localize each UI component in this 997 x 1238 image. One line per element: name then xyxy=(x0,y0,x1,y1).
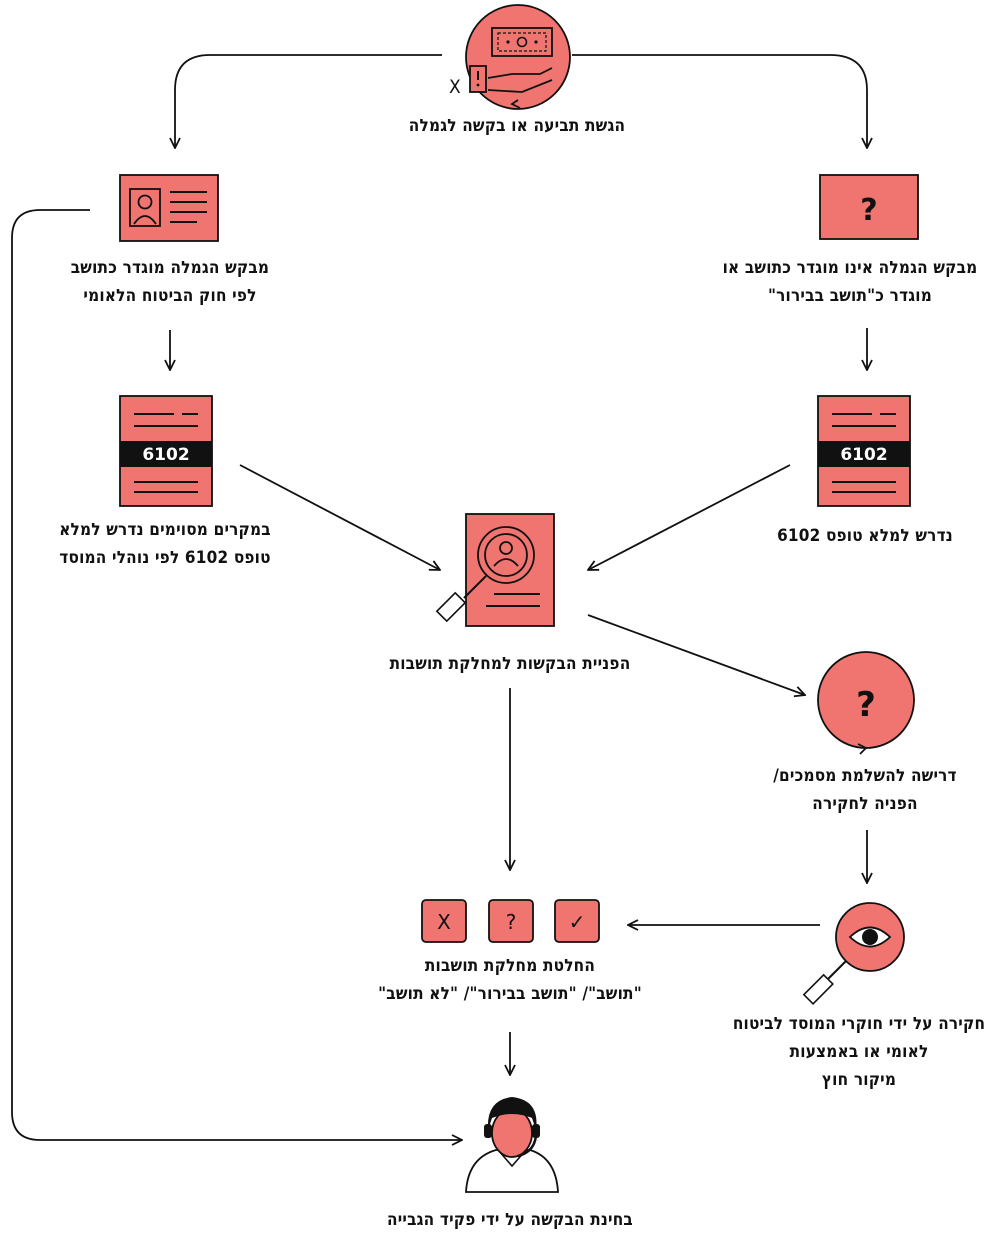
question-circle-icon: ? xyxy=(817,651,915,755)
decision-x-text: X xyxy=(437,910,451,934)
decision-pending-box xyxy=(488,899,534,943)
magnifier-eye-icon xyxy=(802,902,905,1005)
decision-boxes: X ? ✓ xyxy=(421,899,600,943)
decision-check-text: ✓ xyxy=(569,910,586,934)
arrow-left-bypass-to-final xyxy=(11,209,462,1140)
question-card-icon: ? xyxy=(819,174,919,240)
investigation-label: חקירה על ידי חוקרי המוסד לביטוח לאומי או… xyxy=(725,1010,993,1094)
arrow-right-form-to-referral xyxy=(588,464,791,570)
clerk-headset-icon xyxy=(465,1097,559,1193)
docs-line-2: הפניה לחקירה xyxy=(812,794,918,814)
question-mark-text: ? xyxy=(860,193,877,228)
non-resident-line-1: מבקש הגמלה אינו מוגדר כתושב או xyxy=(722,258,978,278)
docs-label: דרישה להשלמת מסמכים/ הפניה לחקירה xyxy=(730,762,997,818)
decision-line-1: החלטת מחלקת תושבות xyxy=(424,956,596,976)
form-right-label: נדרש למלא טופס 6102 xyxy=(777,526,953,546)
decision-q-text: ? xyxy=(506,910,517,934)
form-left-line-1: במקרים מסוימים נדרש למלא xyxy=(59,520,271,540)
question-circle-mark: ? xyxy=(856,685,876,725)
resident-line-2: לפי חוק הביטוח הלאומי xyxy=(83,286,257,306)
form-left-label: במקרים מסוימים נדרש למלא טופס 6102 לפי נ… xyxy=(30,516,300,572)
form-number-left: 6102 xyxy=(142,445,189,465)
decision-yes-box xyxy=(554,899,600,943)
search-person-icon xyxy=(435,513,555,627)
decision-no-box xyxy=(421,899,467,943)
investigation-line-2: לאומי או באמצעות xyxy=(789,1042,929,1062)
top-label: הגשת תביעה או בקשה לגמלה xyxy=(408,116,626,136)
form-left-line-2: טופס 6102 לפי נוהלי המוסד xyxy=(59,548,271,568)
docs-line-1: דרישה להשלמת מסמכים/ xyxy=(773,766,957,786)
non-resident-label: מבקש הגמלה אינו מוגדר כתושב או מוגדר כ"ת… xyxy=(705,254,995,310)
form-number-right: 6102 xyxy=(840,445,887,465)
form-6102-icon: 6102 xyxy=(817,395,911,507)
referral-label: הפניית הבקשות למחלקת תושבות xyxy=(389,654,631,674)
arrow-top-to-right xyxy=(572,54,867,148)
resident-label: מבקש הגמלה מוגדר כתושב לפי חוק הביטוח הל… xyxy=(40,254,300,310)
non-resident-line-2: מוגדר כ"תושב בבירור" xyxy=(767,286,933,306)
final-label: בחינת הבקשה על ידי פקיד הגבייה xyxy=(387,1210,633,1230)
x-mark-label: X xyxy=(449,76,461,98)
decision-label: החלטת מחלקת תושבות "תושב"/ "תושב בבירור"… xyxy=(350,952,670,1008)
form-6102-icon: 6102 xyxy=(119,395,213,507)
arrow-top-to-left xyxy=(175,54,442,148)
decision-line-2: "תושב"/ "תושב בבירור"/ "לא תושב" xyxy=(378,984,642,1004)
arrow-left-form-to-referral xyxy=(239,464,440,570)
arrow-referral-to-question xyxy=(587,614,805,695)
investigation-line-1: חקירה על ידי חוקרי המוסד לביטוח xyxy=(732,1014,986,1034)
investigation-line-3: מיקור חוץ xyxy=(821,1070,897,1090)
id-card-icon xyxy=(119,174,219,242)
resident-line-1: מבקש הגמלה מוגדר כתושב xyxy=(70,258,270,278)
money-hand-icon xyxy=(465,4,571,110)
